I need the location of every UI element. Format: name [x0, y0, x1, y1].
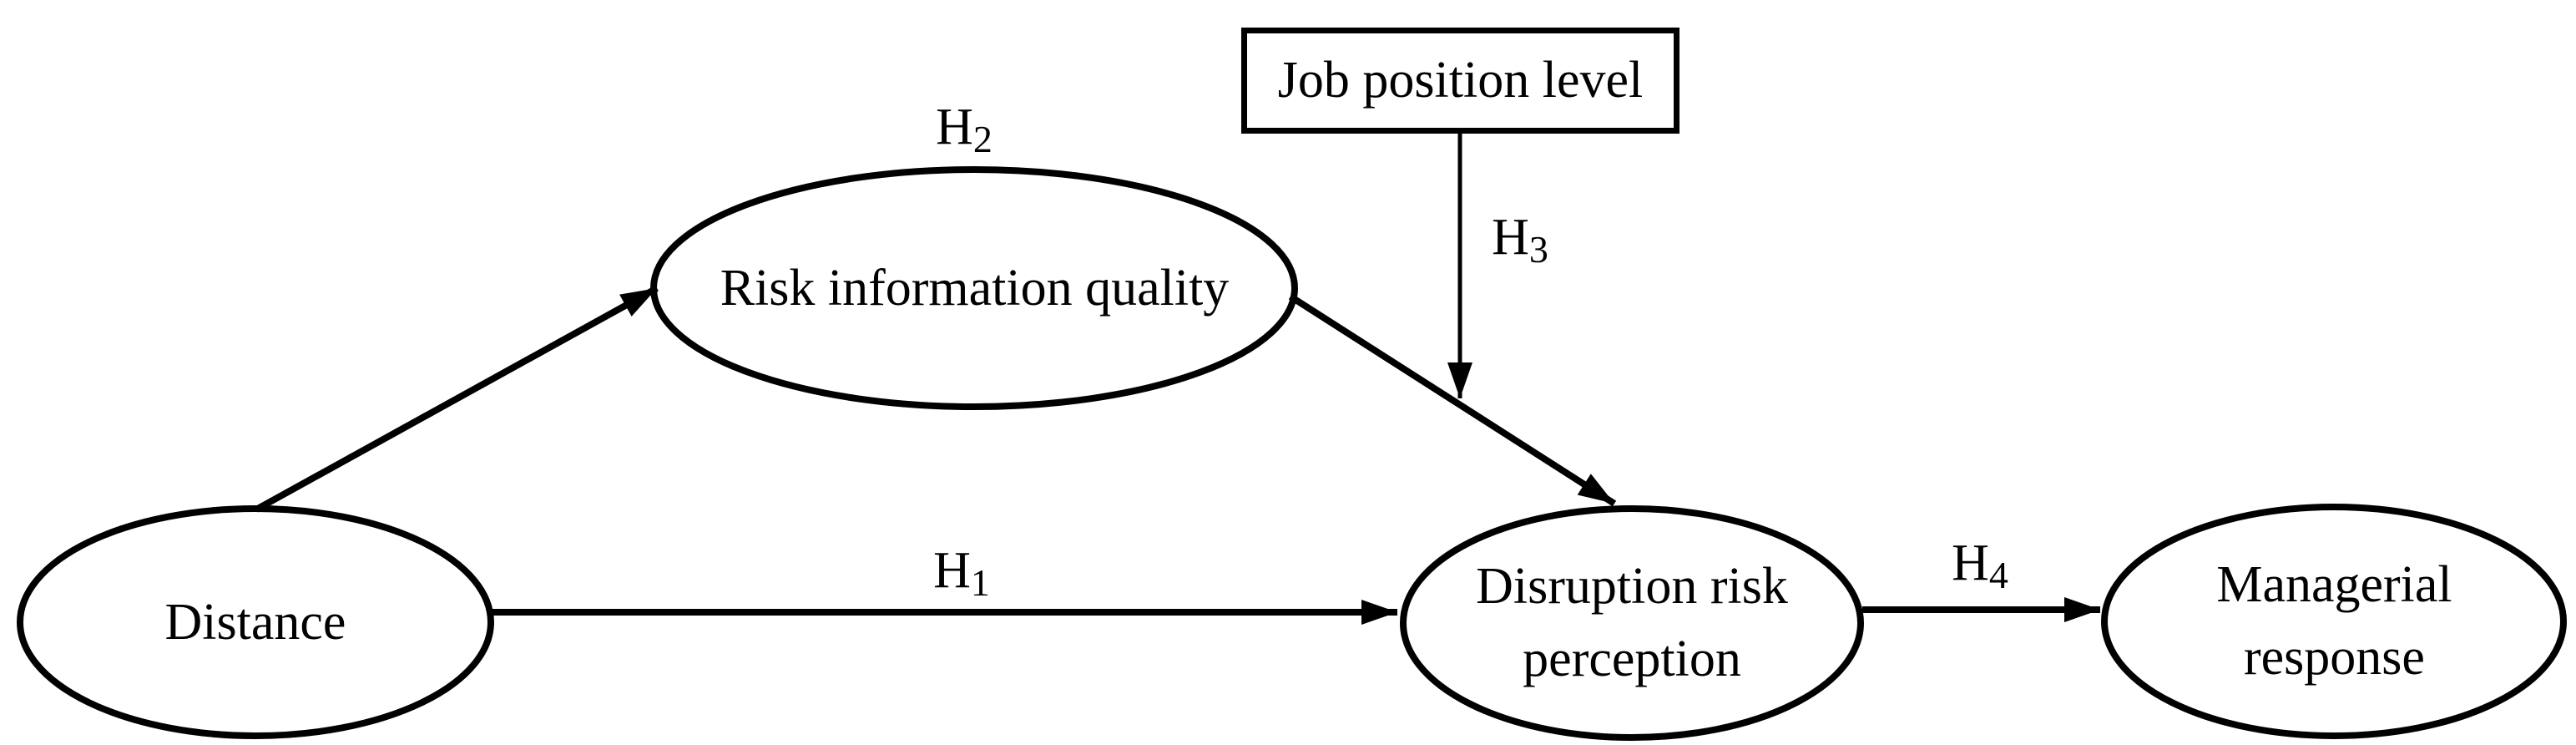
managerial-response-label-line1: Managerial: [2216, 556, 2452, 614]
risk-information-quality-label-text: Risk information quality: [720, 259, 1230, 317]
managerial-response-ellipse: [2101, 504, 2567, 739]
job-position-level-box: [1241, 28, 1679, 134]
distance-ellipse: [17, 505, 494, 739]
h3-subscript: 3: [1528, 228, 1548, 271]
hypothesis-label-h2: H2: [936, 99, 993, 159]
hypothesis-label-h4: H4: [1952, 535, 2008, 595]
hypothesis-label-h3: H3: [1492, 209, 1548, 269]
h1-subscript: 1: [970, 561, 990, 605]
disruption-risk-perception-label-line2: perception: [1523, 631, 1741, 687]
arrow-risk-information-quality-to-disruption-risk-perception: [1288, 293, 1617, 507]
h2-subscript: 2: [972, 118, 993, 161]
disruption-risk-perception-label-line1: Disruption risk: [1476, 558, 1788, 616]
h4-subscript: 4: [1988, 554, 2008, 597]
job-position-level-label-text: Job position level: [1277, 52, 1644, 109]
disruption-risk-perception-label: Disruption risk perception: [1401, 506, 1863, 740]
h3-base: H: [1492, 209, 1529, 266]
hypothesis-label-h1: H1: [933, 542, 990, 602]
managerial-response-label: Managerial response: [2102, 504, 2567, 738]
h1-base: H: [933, 542, 971, 599]
arrow-distance-to-risk-information-quality: [255, 285, 659, 513]
managerial-response-label-line2: response: [2244, 629, 2425, 686]
risk-information-quality-label: Risk information quality: [651, 167, 1298, 409]
h4-base: H: [1952, 535, 1989, 591]
h2-base: H: [936, 99, 973, 155]
distance-label: Distance: [18, 507, 493, 737]
job-position-level-label: Job position level: [1241, 28, 1679, 134]
disruption-risk-perception-ellipse: [1400, 505, 1864, 741]
distance-label-text: Distance: [164, 593, 346, 651]
